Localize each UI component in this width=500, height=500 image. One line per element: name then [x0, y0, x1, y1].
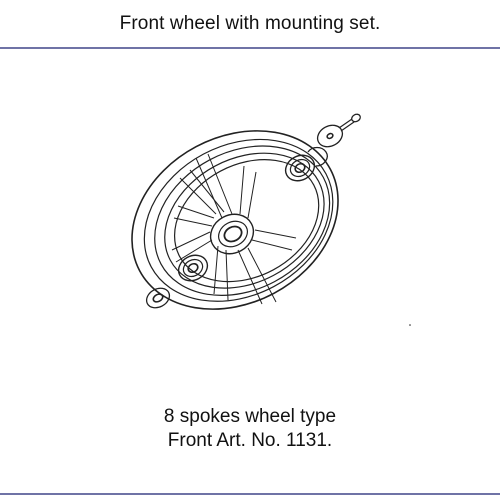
hub: [209, 213, 255, 255]
caption-line-wheel-type: 8 spokes wheel type: [163, 406, 337, 427]
page-title: Front wheel with mounting set.: [119, 12, 381, 34]
caption: 8 spokes wheel type Front Art. No. 1131.: [0, 405, 500, 453]
bottom-divider: [0, 493, 500, 495]
tire: [131, 130, 339, 310]
wheel-exploded-view-icon: [131, 113, 411, 326]
circlip: [307, 146, 328, 167]
screw: [338, 113, 361, 132]
right-bearing: [284, 154, 316, 182]
left-bearing: [177, 254, 209, 282]
spokes: [171, 153, 297, 305]
cap-washer: [316, 124, 344, 148]
top-divider: [0, 47, 500, 49]
left-washer: [145, 287, 171, 309]
caption-line-article-number: Front Art. No. 1131.: [167, 430, 333, 451]
